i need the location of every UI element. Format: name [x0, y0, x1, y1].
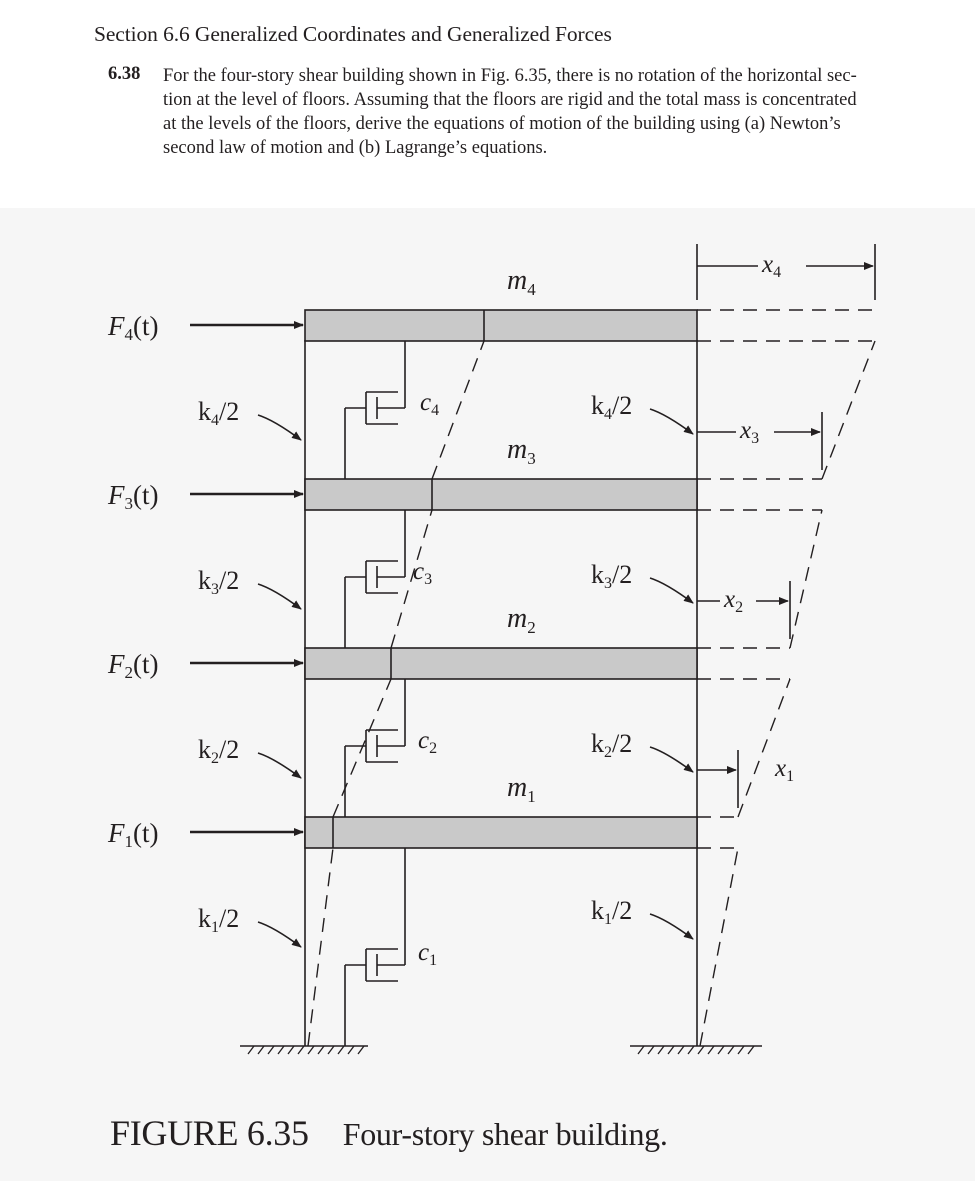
problem-line: second law of motion and (b) Lagrange’s … — [163, 138, 548, 158]
damper-4-label: c4 — [420, 389, 439, 419]
spring-right-2-label: k2/2 — [591, 729, 632, 761]
damper-1-label: c1 — [418, 939, 437, 969]
section-heading: Section 6.6 Generalized Coordinates and … — [94, 22, 612, 46]
damper-4 — [344, 341, 406, 479]
spring-right-4-label: k4/2 — [591, 391, 632, 423]
damper-3-label: c3 — [413, 558, 432, 588]
spring-left-3-label: k3/2 — [198, 566, 239, 598]
spring-left-1-leader — [257, 921, 302, 948]
spring-right-2-leader — [649, 746, 694, 773]
deflected-shape — [307, 309, 876, 1047]
x3-label: x3 — [739, 417, 759, 447]
spring-right-4-leader — [649, 408, 694, 435]
problem-number: 6.38 — [108, 64, 141, 84]
spring-right-3-label: k3/2 — [591, 560, 632, 592]
figure-caption: FIGURE 6.35 Four-story shear building. — [110, 1112, 668, 1154]
mass-1-label: m1 — [507, 772, 536, 806]
problem-line: tion at the level of floors. Assuming th… — [163, 90, 857, 110]
x4-label: x4 — [761, 251, 781, 281]
damper-3 — [344, 510, 406, 648]
figure-caption-title: Four-story shear building. — [342, 1116, 668, 1152]
figure-caption-label: FIGURE 6.35 — [110, 1113, 309, 1153]
spring-left-4-label: k4/2 — [198, 397, 239, 429]
problem-line: For the four-story shear building shown … — [163, 66, 857, 86]
mass-3-label: m3 — [507, 434, 536, 468]
damper-1 — [344, 848, 406, 1046]
figure-background — [0, 208, 975, 1181]
floor-1-slab — [304, 816, 698, 849]
damper-2 — [344, 679, 406, 817]
force-4-label: F4(t) — [107, 311, 158, 344]
spring-left-2-leader — [257, 752, 302, 779]
force-2-label: F2(t) — [107, 649, 158, 682]
mass-4-label: m4 — [507, 265, 536, 299]
x2-label: x2 — [723, 586, 743, 616]
floor-3-slab — [304, 478, 698, 511]
floor-2-slab — [304, 647, 698, 680]
problem-statement: For the four-story shear building shown … — [163, 64, 961, 160]
x1-label: x1 — [774, 755, 794, 785]
force-1-label: F1(t) — [107, 818, 158, 851]
ground-hatch-right — [637, 1045, 755, 1055]
spring-left-3-leader — [257, 583, 302, 610]
ground-hatch-left — [247, 1045, 365, 1055]
spring-right-1-leader — [649, 913, 694, 940]
spring-right-3-leader — [649, 577, 694, 604]
spring-right-1-label: k1/2 — [591, 896, 632, 928]
mass-2-label: m2 — [507, 603, 536, 637]
spring-left-1-label: k1/2 — [198, 904, 239, 936]
damper-2-label: c2 — [418, 727, 437, 757]
force-3-label: F3(t) — [107, 480, 158, 513]
spring-left-4-leader — [257, 414, 302, 441]
floor-4-slab — [304, 309, 698, 342]
spring-left-2-label: k2/2 — [198, 735, 239, 767]
problem-line: at the levels of the floors, derive the … — [163, 114, 841, 134]
